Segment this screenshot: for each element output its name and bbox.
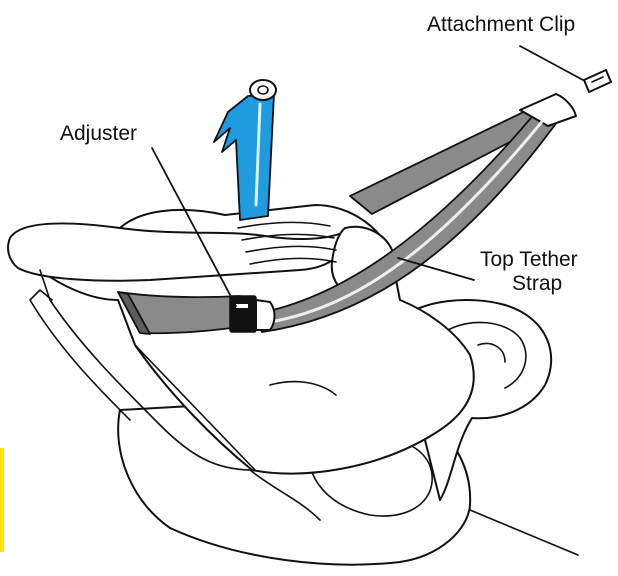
shell-mid-curve [269, 380, 337, 396]
strap-shadow [117, 291, 151, 335]
base-foot-curve [249, 469, 321, 521]
attachment-clip [583, 69, 612, 93]
shell-rib-2 [241, 233, 335, 241]
strap-end-fold [519, 93, 577, 127]
blue-tab-loop [249, 79, 277, 101]
shell-rib-4 [249, 257, 337, 265]
edge-accent-bar [0, 448, 4, 552]
seat-back-side [477, 342, 506, 363]
strap-highlight [268, 116, 547, 324]
floor-line [469, 509, 579, 556]
label-top-tether-line2: Strap [512, 272, 562, 295]
adjuster-slot [236, 304, 248, 308]
shell-edge-inner [117, 299, 256, 471]
adjuster-buckle [255, 299, 276, 331]
strap-adjuster [229, 295, 276, 333]
blue-tab-loop-hole [257, 85, 269, 95]
blue-tab-highlight [254, 102, 262, 207]
leader-attachment-clip [519, 45, 584, 81]
leader-adjuster [151, 147, 237, 307]
blue-tab-body [213, 93, 275, 221]
base-recess [306, 431, 433, 517]
leader-top-tether [397, 257, 475, 281]
clip-slot [591, 76, 604, 83]
label-attachment-clip: Attachment Clip [427, 13, 575, 36]
label-top-tether-line1: Top Tether [480, 248, 578, 271]
shell-side-line [29, 289, 131, 421]
shell-rib-1 [237, 221, 331, 229]
blue-tether-tab [213, 79, 277, 221]
shell-front-edge [39, 269, 253, 471]
seat-back-headrest [447, 321, 527, 389]
top-tether-strap [117, 93, 577, 335]
shell-rib-3 [245, 245, 337, 253]
label-adjuster: Adjuster [60, 122, 137, 145]
clip-body [583, 69, 612, 93]
